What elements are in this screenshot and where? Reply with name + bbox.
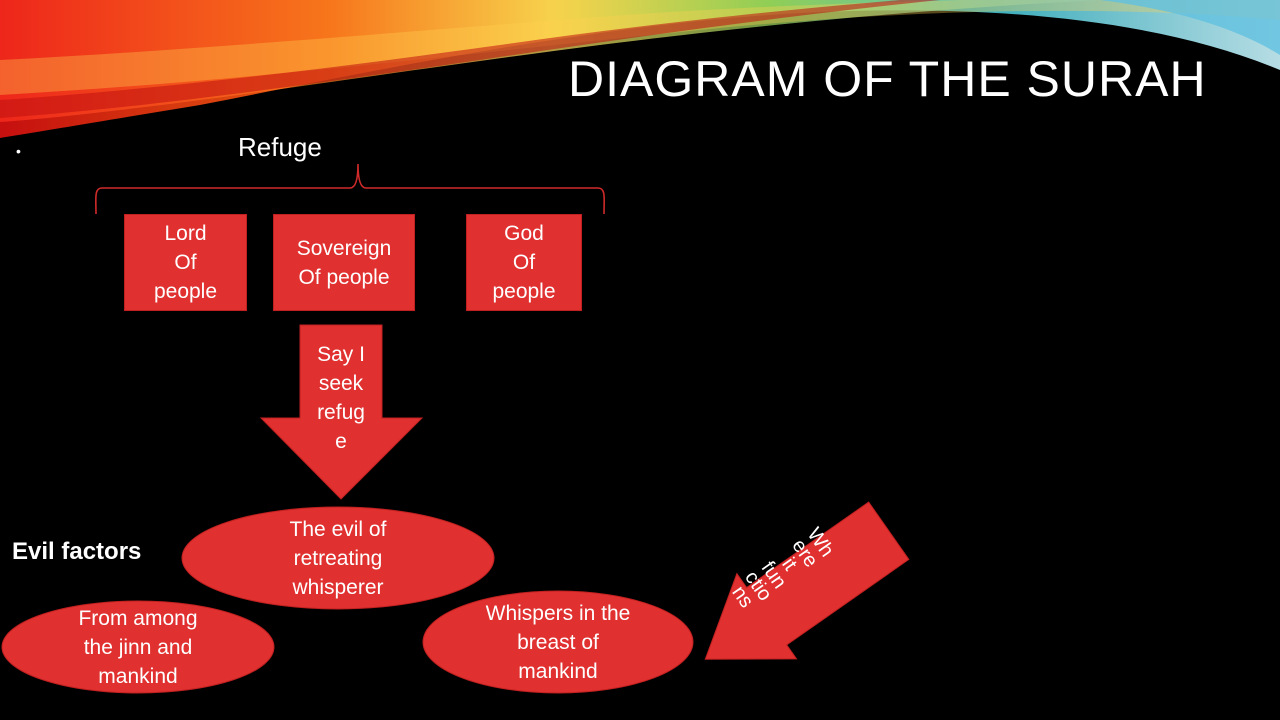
god-of-people-box: God Of people	[466, 214, 582, 311]
jinn-line-3: mankind	[98, 664, 178, 688]
evil-factors-label: Evil factors	[12, 538, 142, 565]
jinn-line-1: From among	[78, 606, 198, 630]
down-arrow-line-4: e	[335, 430, 347, 453]
slide-title: DIAGRAM OF THE SURAH	[568, 51, 1207, 107]
breast-line-2: breast of	[517, 630, 599, 654]
down-arrow-line-1: Say I	[317, 343, 365, 366]
lord-line-3: people	[153, 280, 218, 303]
jinn-mankind-ellipse: From among the jinn and mankind	[0, 599, 276, 695]
down-arrow-line-3: refug	[317, 401, 365, 424]
down-arrow-line-2: seek	[318, 372, 364, 395]
breast-line-3: mankind	[518, 659, 598, 683]
lord-of-people-box: Lord Of people	[124, 214, 247, 311]
side-arrow-shape	[704, 501, 910, 660]
evil-line-3: whisperer	[292, 575, 384, 599]
breast-line-1: Whispers in the	[485, 601, 631, 625]
evil-whisperer-ellipse: The evil of retreating whisperer	[180, 505, 496, 611]
sovereign-line-2: Of people	[298, 265, 390, 289]
evil-line-2: retreating	[293, 546, 383, 570]
sovereign-line-1: Sovereign	[296, 236, 392, 260]
jinn-line-2: the jinn and	[83, 635, 193, 659]
lord-line-1: Lord	[164, 222, 207, 245]
god-line-2: Of	[512, 251, 536, 274]
refuge-label: Refuge	[238, 132, 322, 162]
sovereign-of-people-box: Sovereign Of people	[273, 214, 415, 311]
evil-line-1: The evil of	[289, 517, 387, 541]
down-arrow-text: Say I seek refug e	[300, 340, 382, 456]
curly-brace	[94, 163, 606, 215]
side-arrow	[668, 501, 926, 670]
god-line-1: God	[504, 222, 544, 245]
down-arrow	[259, 324, 424, 500]
lord-line-2: Of	[174, 251, 197, 274]
bullet-dot: •	[16, 143, 21, 159]
breast-of-mankind-ellipse: Whispers in the breast of mankind	[421, 589, 695, 695]
god-line-3: people	[492, 280, 556, 303]
